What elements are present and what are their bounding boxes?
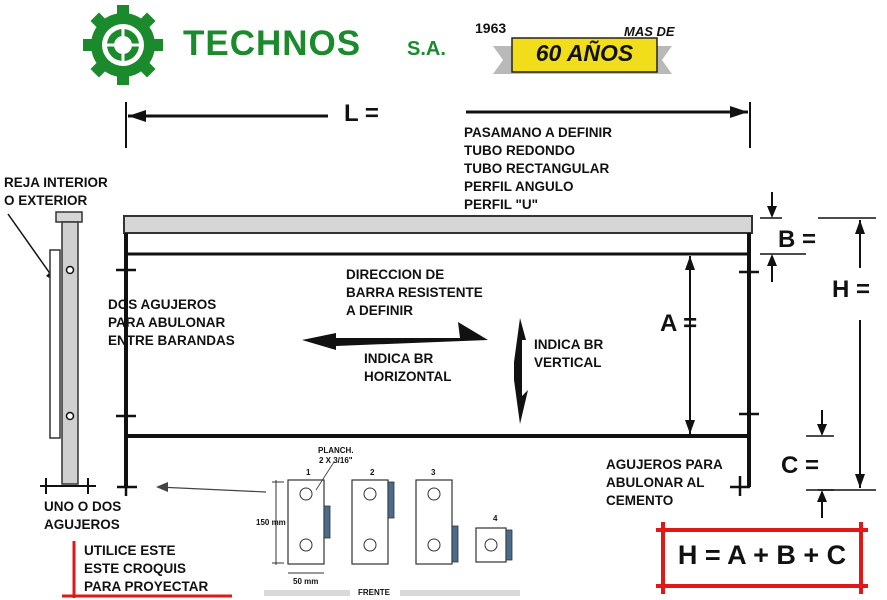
formula-box xyxy=(656,522,868,594)
a-dimension xyxy=(685,256,695,434)
bar-direction-label: DIRECCION DE BARRA RESISTENTE A DEFINIR xyxy=(346,267,483,318)
technos-logo-icon xyxy=(83,5,163,85)
h-dimension-label: H = xyxy=(832,276,871,303)
a-dimension-label: A = xyxy=(660,310,698,337)
h-dimension xyxy=(818,217,876,491)
post-holes-label: UNO O DOS AGUJEROS xyxy=(44,499,122,532)
b-dimension xyxy=(760,192,806,282)
c-dimension xyxy=(806,410,834,518)
note-bracket xyxy=(62,541,232,598)
brand-name: TECHNOS xyxy=(183,24,362,63)
length-label: L = xyxy=(344,100,379,127)
c-dimension-label: C = xyxy=(781,452,820,479)
bolt-hole-marks xyxy=(116,262,759,496)
b-dimension-label: B = xyxy=(778,226,817,253)
note-text: UTILICE ESTE ESTE CROQUIS PARA PROYECTAR xyxy=(84,543,209,594)
brand-suffix: S.A. xyxy=(407,38,446,60)
horizontal-bar-label: INDICA BR HORIZONTAL xyxy=(364,351,452,384)
plate-height-dim: 150 mm xyxy=(256,518,286,527)
front-label: FRENTE xyxy=(358,588,390,597)
vertical-bar-arrow xyxy=(514,318,528,424)
anniversary-badge xyxy=(493,37,672,74)
length-dimension xyxy=(125,102,751,148)
vertical-bar-label: INDICA BR VERTICAL xyxy=(534,337,604,370)
plate-number-3: 3 xyxy=(431,468,436,477)
cement-holes-label: AGUJEROS PARA ABULONAR AL CEMENTO xyxy=(606,457,723,508)
plate-number-1: 1 xyxy=(306,468,311,477)
bolt-holes-label: DOS AGUJEROS PARA ABULONAR ENTRE BARANDA… xyxy=(108,297,235,348)
grille-type-label: REJA INTERIOR O EXTERIOR xyxy=(4,175,108,208)
horizontal-bar-arrow xyxy=(302,322,488,350)
top-rail xyxy=(123,215,753,234)
formula-text: H = A + B + C xyxy=(677,540,847,570)
plate-pointer xyxy=(156,482,267,493)
top-rail-options: PASAMANO A DEFINIR TUBO REDONDO TUBO REC… xyxy=(464,125,612,212)
railing-frame xyxy=(116,215,759,496)
anniversary-prefix: MAS DE xyxy=(624,24,675,39)
post-elevation xyxy=(7,211,96,494)
plate-number-4: 4 xyxy=(493,514,498,523)
plate-width-dim: 50 mm xyxy=(293,577,319,586)
plate-details xyxy=(264,461,520,596)
anniversary-text: 60 AÑOS xyxy=(535,40,634,66)
founding-year: 1963 xyxy=(475,20,507,36)
plate-spec-label: PLANCH. 2 X 3/16" xyxy=(318,446,354,465)
plate-number-2: 2 xyxy=(370,468,375,477)
